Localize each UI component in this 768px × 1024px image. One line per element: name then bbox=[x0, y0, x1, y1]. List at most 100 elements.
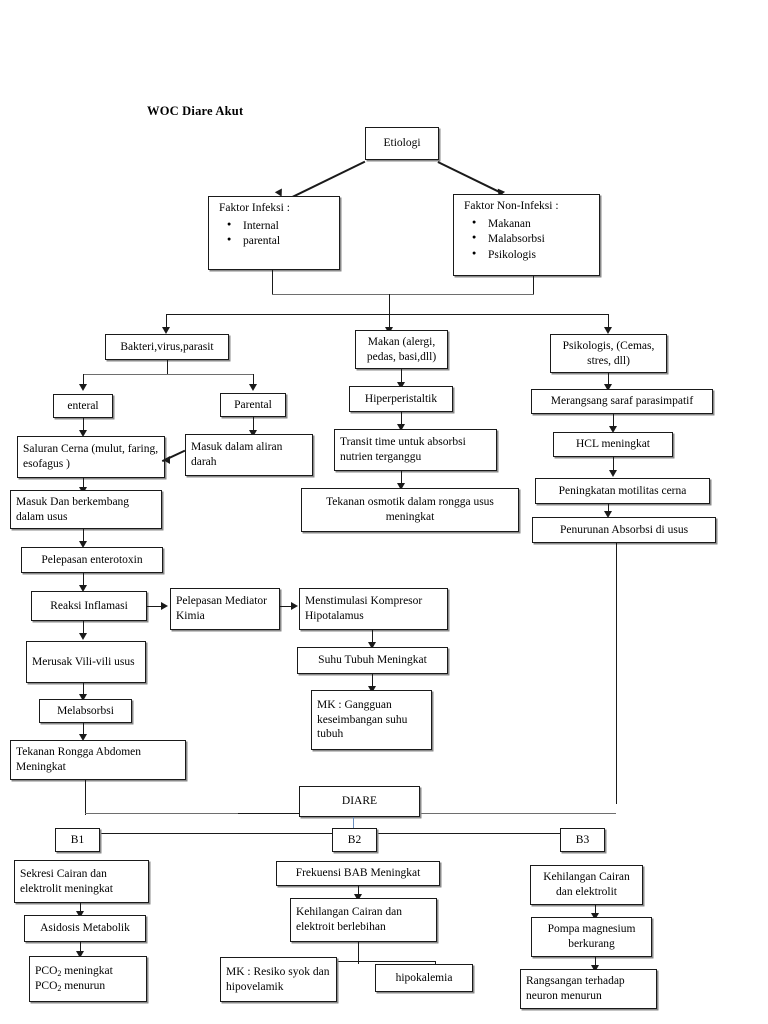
node-b1[interactable]: B1 bbox=[55, 828, 100, 852]
node-hiperperistaltik-label: Hiperperistaltik bbox=[364, 392, 438, 405]
node-pompa-magnesium[interactable]: Pompa magnesium berkurang bbox=[531, 917, 652, 957]
edge-rongga-to-diare bbox=[85, 780, 87, 815]
node-menstimulasi-kompresor[interactable]: Menstimulasi Kompresor Hipotalamus bbox=[299, 588, 448, 630]
node-etiologi-label: Etiologi bbox=[383, 137, 421, 150]
node-saluran-cerna[interactable]: Saluran Cerna (mulut, faring, esofagus ) bbox=[17, 436, 165, 478]
edge-psikologis-down bbox=[608, 373, 610, 385]
arrowhead-bakteri bbox=[162, 327, 170, 334]
node-pelepasan-enterotoxin[interactable]: Pelepasan enterotoxin bbox=[21, 547, 163, 573]
arrowhead-kehilangan-b2 bbox=[354, 894, 362, 901]
node-b2[interactable]: B2 bbox=[332, 828, 377, 852]
split-mid-drop bbox=[389, 314, 391, 328]
node-hipokalemia[interactable]: hipokalemia bbox=[375, 964, 473, 992]
node-rangsangan-neuron-label: Rangsangan terhadap neuron menurun bbox=[526, 975, 625, 1002]
node-melabsorbsi[interactable]: Melabsorbsi bbox=[39, 699, 132, 723]
node-makan[interactable]: Makan (alergi, pedas, basi,dll) bbox=[355, 330, 448, 369]
edge-pompa-down bbox=[595, 957, 597, 966]
split-bar-enteral-parental bbox=[83, 374, 254, 376]
list-item: Internal bbox=[227, 219, 339, 235]
node-bakteri-label: Bakteri,virus,parasit bbox=[120, 340, 214, 353]
diare-inbound-left-solid bbox=[238, 813, 300, 815]
arrowhead-hiperperistaltik bbox=[397, 382, 405, 389]
node-enteral[interactable]: enteral bbox=[53, 394, 113, 418]
node-faktor-infeksi[interactable]: Faktor Infeksi : Internal parental bbox=[208, 196, 340, 270]
node-b3[interactable]: B3 bbox=[560, 828, 605, 852]
node-hiperperistaltik[interactable]: Hiperperistaltik bbox=[349, 386, 453, 412]
node-penurunan-absorbsi[interactable]: Penurunan Absorbsi di usus bbox=[532, 517, 716, 543]
node-rangsangan-neuron[interactable]: Rangsangan terhadap neuron menurun bbox=[520, 969, 657, 1009]
faktor-non-infeksi-list: Makanan Malabsorbsi Psikologis bbox=[454, 217, 599, 264]
node-frekuensi-bab[interactable]: Frekuensi BAB Meningkat bbox=[276, 861, 440, 886]
node-b2-label: B2 bbox=[347, 833, 362, 846]
arrowhead-saluran-cerna-left bbox=[163, 456, 170, 464]
arrowhead-kompresor bbox=[291, 602, 298, 610]
node-merusak-vili-label: Merusak Vili-vili usus bbox=[32, 655, 135, 668]
node-peningkatan-motilitas[interactable]: Peningkatan motilitas cerna bbox=[535, 478, 710, 504]
node-psikologis-label: Psikologis, (Cemas, stres, dll) bbox=[562, 339, 655, 367]
edge-asidosis-down bbox=[80, 942, 82, 952]
parental-drop bbox=[253, 374, 255, 385]
node-bakteri-virus-parasit[interactable]: Bakteri,virus,parasit bbox=[105, 334, 229, 360]
arrowhead-merangsang bbox=[604, 384, 612, 391]
node-kehilangan-cairan-b3[interactable]: Kehilangan Cairan dan elektrolit bbox=[530, 865, 643, 905]
node-mk-resiko-syok-label: MK : Resiko syok dan hipovelamik bbox=[226, 965, 330, 993]
edge-makan-down bbox=[401, 369, 403, 383]
node-faktor-non-infeksi[interactable]: Faktor Non-Infeksi : Makanan Malabsorbsi… bbox=[453, 194, 600, 276]
arrowhead-peningkatan-motilitas bbox=[609, 470, 617, 477]
split-bar-b2 bbox=[270, 961, 436, 963]
arrowhead-masuk-aliran bbox=[249, 430, 257, 437]
edge-enterotoxin-down bbox=[83, 573, 85, 586]
edge-parental-down bbox=[253, 417, 255, 431]
node-transit-time[interactable]: Transit time untuk absorbsi nutrien terg… bbox=[334, 429, 497, 471]
node-merangsang-saraf[interactable]: Merangsang saraf parasimpatif bbox=[531, 389, 713, 414]
node-mk-gangguan-label: MK : Gangguan keseimbangan suhu tubuh bbox=[317, 698, 408, 741]
node-masuk-berkembang[interactable]: Masuk Dan berkembang dalam usus bbox=[10, 490, 162, 529]
edge-merangsang-down bbox=[613, 414, 615, 427]
node-reaksi-inflamasi[interactable]: Reaksi Inflamasi bbox=[31, 591, 147, 621]
arrowhead-enteral bbox=[79, 384, 87, 391]
node-diare[interactable]: DIARE bbox=[299, 786, 420, 817]
node-tekanan-rongga[interactable]: Tekanan Rongga Abdomen Meningkat bbox=[10, 740, 186, 780]
node-masuk-aliran-darah-label: Masuk dalam aliran darah bbox=[191, 441, 283, 468]
arrowhead-merusak-vili bbox=[79, 633, 87, 640]
list-item: Psikologis bbox=[472, 248, 599, 264]
node-sekresi-cairan[interactable]: Sekresi Cairan dan elektrolit meningkat bbox=[14, 860, 149, 903]
arrowhead-pco2 bbox=[76, 951, 84, 958]
node-kehilangan-cairan-b2[interactable]: Kehilangan Cairan dan elektroit berlebih… bbox=[290, 898, 437, 942]
node-merusak-vili[interactable]: Merusak Vili-vili usus bbox=[26, 641, 146, 683]
node-suhu-tubuh[interactable]: Suhu Tubuh Meningkat bbox=[297, 647, 448, 674]
node-etiologi[interactable]: Etiologi bbox=[365, 127, 439, 160]
node-parental[interactable]: Parental bbox=[220, 393, 286, 417]
node-hipokalemia-label: hipokalemia bbox=[395, 971, 453, 984]
node-pelepasan-mediator-label: Pelepasan Mediator Kimia bbox=[176, 595, 268, 622]
node-pelepasan-mediator[interactable]: Pelepasan Mediator Kimia bbox=[170, 588, 280, 630]
edge-kompresor-down bbox=[372, 630, 374, 643]
arrowhead-pelepasan-enterotoxin bbox=[79, 541, 87, 548]
node-hcl-meningkat[interactable]: HCL meningkat bbox=[553, 432, 673, 457]
arrowhead-saluran-cerna bbox=[79, 430, 87, 437]
node-psikologis[interactable]: Psikologis, (Cemas, stres, dll) bbox=[550, 334, 667, 373]
list-item: parental bbox=[227, 234, 339, 250]
edge-reaksi-down bbox=[83, 621, 85, 634]
enteral-drop bbox=[83, 374, 85, 385]
node-peningkatan-motilitas-label: Peningkatan motilitas cerna bbox=[558, 484, 687, 497]
arrowhead-reaksi-inflamasi bbox=[79, 585, 87, 592]
diare-inbound-left bbox=[85, 813, 300, 815]
node-asidosis-metabolik[interactable]: Asidosis Metabolik bbox=[24, 915, 146, 942]
page-title: WOC Diare Akut bbox=[147, 104, 244, 118]
node-asidosis-label: Asidosis Metabolik bbox=[40, 922, 130, 935]
node-mk-gangguan[interactable]: MK : Gangguan keseimbangan suhu tubuh bbox=[311, 690, 432, 750]
node-mk-resiko-syok[interactable]: MK : Resiko syok dan hipovelamik bbox=[220, 957, 337, 1002]
node-masuk-aliran-darah[interactable]: Masuk dalam aliran darah bbox=[185, 434, 313, 476]
arrowhead-psikologis bbox=[604, 327, 612, 334]
list-item: Makanan bbox=[472, 217, 599, 233]
node-tekanan-osmotik[interactable]: Tekanan osmotik dalam rongga usus mening… bbox=[301, 488, 519, 532]
arrowhead-parental bbox=[249, 384, 257, 391]
edge-transit-down bbox=[401, 471, 403, 484]
edge-diare-down bbox=[353, 817, 355, 835]
faktor-infeksi-list: Internal parental bbox=[209, 219, 339, 250]
edge-enteral-down bbox=[83, 418, 85, 431]
